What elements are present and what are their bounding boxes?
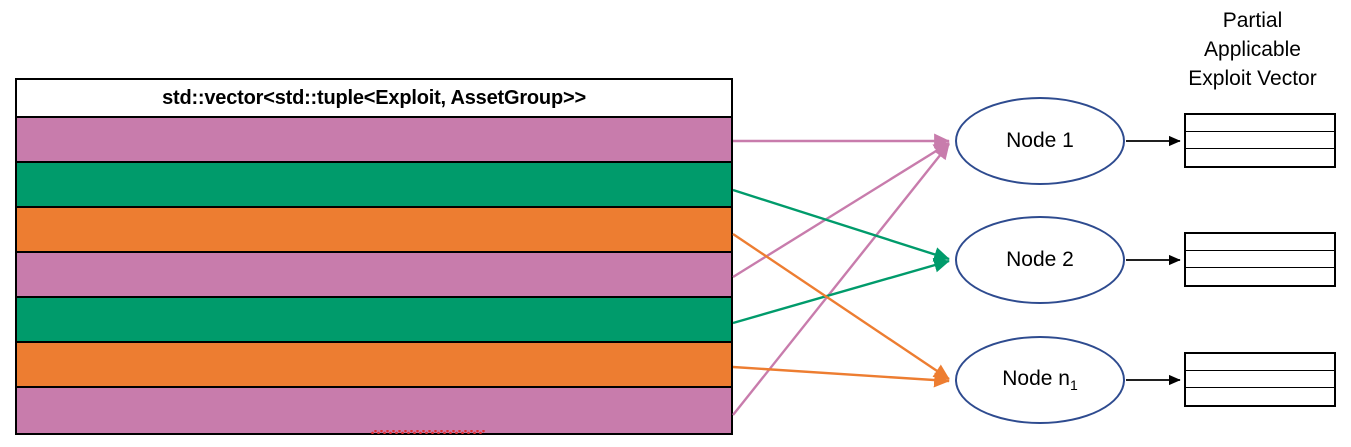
output-table-row[interactable] [1186, 268, 1334, 285]
node-n1-label-base: Node n [1002, 366, 1070, 390]
spellcheck-underline-icon [371, 430, 485, 434]
vector-row[interactable] [17, 208, 731, 253]
vector-header-label: std::vector<std::tuple<Exploit, AssetGro… [162, 86, 586, 109]
vector-row[interactable] [17, 388, 731, 433]
vector-row[interactable] [17, 163, 731, 208]
output-table-row[interactable] [1186, 251, 1334, 268]
node-1-label: Node 1 [1006, 129, 1074, 152]
output-table-row[interactable] [1186, 132, 1334, 149]
output-table-node-2 [1184, 232, 1336, 287]
node-2[interactable]: Node 2 [955, 216, 1125, 304]
vector-row[interactable] [17, 298, 731, 343]
output-table-row[interactable] [1186, 354, 1334, 371]
edge-row6-to-noden1 [732, 365, 950, 388]
output-table-row[interactable] [1186, 234, 1334, 251]
edge-row5-to-node2 [732, 257, 950, 325]
pae-label-line-3: Exploit Vector [1188, 67, 1317, 90]
output-table-node-1 [1184, 113, 1336, 168]
pae-label-line-2: Applicable [1204, 38, 1301, 61]
output-table-row[interactable] [1186, 388, 1334, 405]
node-n1-label: Node n1 [1002, 367, 1078, 393]
node-2-label: Node 2 [1006, 248, 1074, 271]
node-1[interactable]: Node 1 [955, 97, 1125, 185]
output-table-row[interactable] [1186, 149, 1334, 166]
edge-row7-to-node1 [732, 143, 950, 416]
vector-row[interactable] [17, 118, 731, 163]
vector-row[interactable] [17, 253, 731, 298]
edge-row4-to-node1 [732, 141, 950, 279]
output-table-node-n1 [1184, 352, 1336, 407]
output-table-row[interactable] [1186, 115, 1334, 132]
edge-row2-to-node2 [732, 188, 950, 262]
pae-label-line-1: Partial [1222, 9, 1283, 32]
node-n1-label-subscript: 1 [1069, 377, 1078, 394]
output-table-row[interactable] [1186, 371, 1334, 388]
exploit-vector-table: std::vector<std::tuple<Exploit, AssetGro… [15, 78, 733, 435]
node-n1[interactable]: Node n1 [955, 336, 1125, 424]
edge-row3-to-noden1 [732, 233, 950, 380]
vector-row[interactable] [17, 343, 731, 388]
vector-header: std::vector<std::tuple<Exploit, AssetGro… [17, 80, 731, 434]
partial-applicable-exploit-vector-label: Partial Applicable Exploit Vector [1160, 6, 1345, 93]
